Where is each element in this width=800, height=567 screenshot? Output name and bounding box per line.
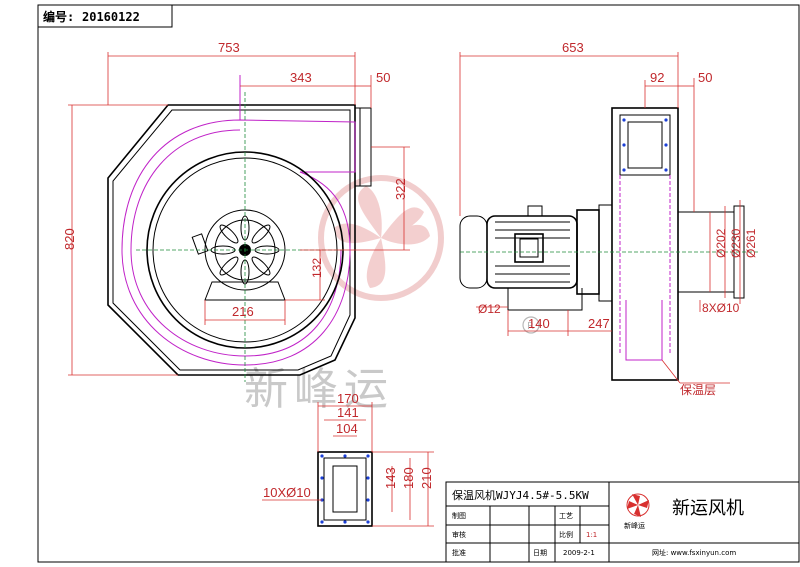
- side-view: [459, 107, 760, 381]
- checked-by-label: 审核: [452, 530, 466, 539]
- dim-d202: Ø202: [714, 228, 728, 258]
- logo-caption: 新峰运: [624, 521, 645, 530]
- dim-143: 143: [383, 467, 398, 489]
- date-value: 2009-2-1: [563, 549, 595, 557]
- header-box: [37, 4, 173, 28]
- scale-label: 比例: [559, 530, 573, 539]
- housing-side: [611, 107, 679, 381]
- front-dimensions: 753 343 50 820 322 132 216: [62, 40, 410, 376]
- dim-d261: Ø261: [744, 228, 758, 258]
- company-name: 新运风机: [672, 498, 744, 519]
- title-block: 保温风机WJYJ4.5#-5.5KW 制图 审核 批准 工艺 比例 1:1 日期…: [445, 481, 800, 563]
- flange-opening: [332, 465, 358, 513]
- insulation-leader: [661, 359, 681, 384]
- outlet-side: [619, 114, 671, 176]
- dim-92: 92: [650, 70, 664, 85]
- volute-curve-inner: [130, 129, 342, 357]
- motor-fins-side: [495, 221, 570, 283]
- flange-dimensions: 170 141 104 143 180 210 10XØ10: [262, 391, 434, 527]
- approved-by-label: 批准: [452, 548, 466, 557]
- dim-50-front: 50: [376, 70, 390, 85]
- drawing-number: 20160122: [82, 10, 140, 24]
- lifting-eye: [527, 205, 543, 217]
- dim-50-side: 50: [698, 70, 712, 85]
- dim-210: 210: [419, 467, 434, 489]
- dim-343: 343: [290, 70, 312, 85]
- dim-104: 104: [336, 421, 358, 436]
- dim-132: 132: [310, 258, 324, 278]
- watermark-text: 新峰运: [244, 364, 394, 415]
- front-view: [107, 75, 372, 382]
- drawn-by-label: 制图: [452, 511, 466, 520]
- flange-bolts: [320, 454, 370, 524]
- dim-653: 653: [562, 40, 584, 55]
- outlet-flange: [354, 107, 372, 187]
- dim-10xd10: 10XØ10: [263, 485, 311, 500]
- side-insulation-lines: [619, 175, 671, 355]
- outlet-bolts: [622, 118, 668, 172]
- drawing-title: 保温风机WJYJ4.5#-5.5KW: [452, 488, 589, 502]
- terminal-box: [191, 233, 209, 255]
- bearing-plate: [598, 204, 613, 302]
- company-logo: [626, 493, 650, 517]
- outlet-side-inner: [627, 121, 663, 169]
- motor-base: [507, 288, 583, 311]
- flange-view: [317, 451, 373, 527]
- dim-8xd10: 8XØ10: [702, 301, 740, 315]
- title-block-frame: [445, 481, 800, 563]
- flange-inner: [323, 457, 367, 521]
- flange-plate: [317, 451, 373, 527]
- side-volute: [625, 300, 663, 361]
- dim-170: 170: [337, 391, 359, 406]
- dim-820: 820: [62, 228, 77, 250]
- dim-322: 322: [393, 178, 408, 200]
- dim-753: 753: [218, 40, 240, 55]
- registered-letter: R: [527, 321, 534, 332]
- registered-mark: [522, 316, 540, 334]
- dim-247: 247: [588, 316, 610, 331]
- dim-d12: Ø12: [478, 302, 501, 316]
- website: 网址: www.fsxinyun.com: [652, 548, 736, 557]
- dim-216: 216: [232, 304, 254, 319]
- side-dimensions: 653 92 50 140 247 Ø12 Ø202 Ø230 Ø261 8XØ…: [459, 40, 758, 397]
- terminal-box-cover: [519, 238, 539, 258]
- motor-feet: [204, 281, 286, 301]
- housing-inner: [112, 109, 351, 371]
- dim-180: 180: [401, 467, 416, 489]
- drawing-number-label: 编号:: [42, 9, 74, 24]
- terminal-box-side: [514, 233, 544, 263]
- dim-d230: Ø230: [729, 228, 743, 258]
- craft-label: 工艺: [559, 512, 573, 520]
- dim-140: 140: [528, 316, 550, 331]
- insulation-note: 保温层: [680, 383, 716, 397]
- date-label: 日期: [533, 549, 547, 557]
- scale-value: 1:1: [586, 531, 597, 539]
- dim-141: 141: [337, 405, 359, 420]
- watermark-logo: [318, 175, 444, 301]
- drawing-border: [37, 4, 800, 563]
